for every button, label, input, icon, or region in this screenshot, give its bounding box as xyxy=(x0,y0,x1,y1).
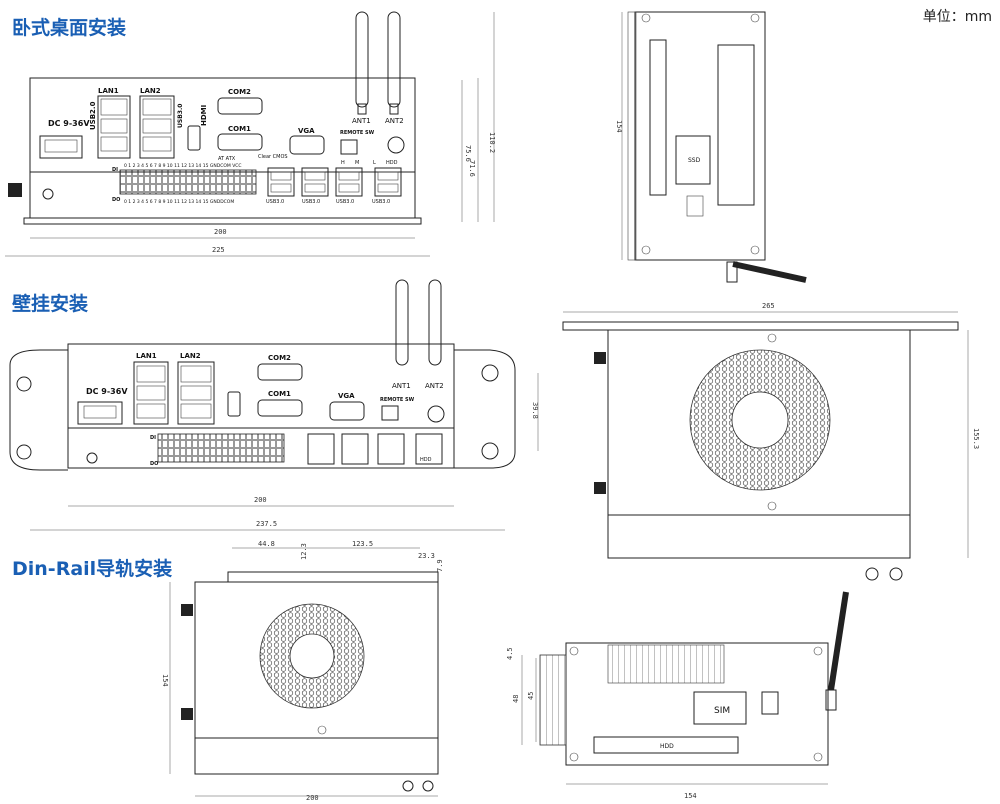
dim-200-din: 200 xyxy=(306,794,319,802)
wall-dc-input-label: DC 9-36V xyxy=(86,387,128,396)
din-side-view: SIM HDD 154 4.5 48 45 xyxy=(506,591,849,800)
wall-lan2-label: LAN2 xyxy=(180,352,201,360)
dim-200-desktop: 200 xyxy=(214,228,227,236)
dim-71-6: 71.6 xyxy=(468,160,476,177)
di-label: DI xyxy=(112,167,118,173)
lan1-label: LAN1 xyxy=(98,87,119,95)
di-numbers: 0 1 2 3 4 5 6 7 8 9 10 11 12 13 14 15 GN… xyxy=(124,163,242,169)
dim-155-3: 155.3 xyxy=(972,428,980,449)
dim-123-5: 123.5 xyxy=(352,540,373,548)
clear-cmos-label: Clear CMOS xyxy=(258,154,288,160)
ant2-label: ANT2 xyxy=(385,117,404,125)
ant1-label: ANT1 xyxy=(352,117,371,125)
dim-225: 225 xyxy=(212,246,225,254)
led-hdd-label: HDD xyxy=(386,160,398,166)
dim-23-3: 23.3 xyxy=(418,552,435,560)
usb20-label: USB2.0 xyxy=(89,101,97,130)
vga-label: VGA xyxy=(298,127,315,135)
dim-265: 265 xyxy=(762,302,775,310)
led-h-label: H xyxy=(341,160,345,166)
usb30-label-3: USB3.0 xyxy=(336,199,354,205)
led-m-label: M xyxy=(355,160,359,166)
wall-ant2-label: ANT2 xyxy=(425,382,444,390)
do-label: DO xyxy=(112,197,120,203)
wall-ant1-label: ANT1 xyxy=(392,382,411,390)
com1-label: COM1 xyxy=(228,125,251,133)
dim-48: 48 xyxy=(512,695,520,703)
hdd-slot-label: HDD xyxy=(660,743,674,750)
usb30-vertical-label: USB3.0 xyxy=(177,104,184,128)
at-atx-label: AT ATX xyxy=(218,156,236,162)
lan2-label: LAN2 xyxy=(140,87,161,95)
unit-label: 单位：mm xyxy=(922,9,992,25)
dim-75-6: 75.6 xyxy=(464,145,472,162)
dim-4-5: 4.5 xyxy=(506,647,514,660)
section-title-desktop: 卧式桌面安装 xyxy=(12,17,127,39)
wall-remote-sw-label: REMOTE SW xyxy=(380,397,415,403)
wall-do-label: DO xyxy=(150,461,158,467)
dim-237-5: 237.5 xyxy=(256,520,277,528)
dim-12-3: 12.3 xyxy=(300,543,308,560)
wall-com1-label: COM1 xyxy=(268,390,291,398)
desktop-front-view: ANT1 ANT2 DC 9-36V USB2.0 LAN1 LAN2 USB3… xyxy=(5,11,496,257)
dim-7-9: 7.9 xyxy=(436,559,444,572)
section-title-wall: 壁挂安装 xyxy=(12,293,89,315)
com2-label: COM2 xyxy=(228,88,251,96)
do-numbers: 0 1 2 3 4 5 6 7 8 9 10 11 12 13 14 15 GN… xyxy=(124,199,234,205)
section-title-din: Din-Rail导轨安装 xyxy=(12,558,173,580)
dim-200-wall: 200 xyxy=(254,496,267,504)
sim-label: SIM xyxy=(714,706,730,716)
wall-com2-label: COM2 xyxy=(268,354,291,362)
remote-sw-label: REMOTE SW xyxy=(340,130,375,136)
din-top-view: 44.8 123.5 12.3 23.3 7.9 154 200 xyxy=(161,540,444,802)
dim-45: 45 xyxy=(527,692,535,700)
dim-39-8: 39.8 xyxy=(531,402,539,419)
dim-110-2: 110.2 xyxy=(488,132,496,153)
wall-hdd-label: HDD xyxy=(420,457,432,463)
desktop-side-view: SSD 154 xyxy=(615,11,807,283)
wall-vga-label: VGA xyxy=(338,392,355,400)
dim-44-8: 44.8 xyxy=(258,540,275,548)
wall-lan1-label: LAN1 xyxy=(136,352,157,360)
usb30-label-1: USB3.0 xyxy=(266,199,284,205)
wall-top-view: 265 155.3 xyxy=(562,302,980,581)
dim-154-side-din: 154 xyxy=(684,792,697,800)
usb30-label-2: USB3.0 xyxy=(302,199,320,205)
usb30-label-4: USB3.0 xyxy=(372,199,390,205)
dim-154-side: 154 xyxy=(615,120,623,133)
hdmi-label: HDMI xyxy=(200,105,208,126)
wall-di-label: DI xyxy=(150,435,156,441)
dc-input-label: DC 9-36V xyxy=(48,119,90,128)
wall-front-view: ANT1 ANT2 DC 9-36V LAN1 LAN2 COM2 COM1 V… xyxy=(9,279,539,531)
dim-154-din: 154 xyxy=(161,674,169,687)
led-l-label: L xyxy=(373,160,376,166)
ssd-label: SSD xyxy=(688,157,701,164)
